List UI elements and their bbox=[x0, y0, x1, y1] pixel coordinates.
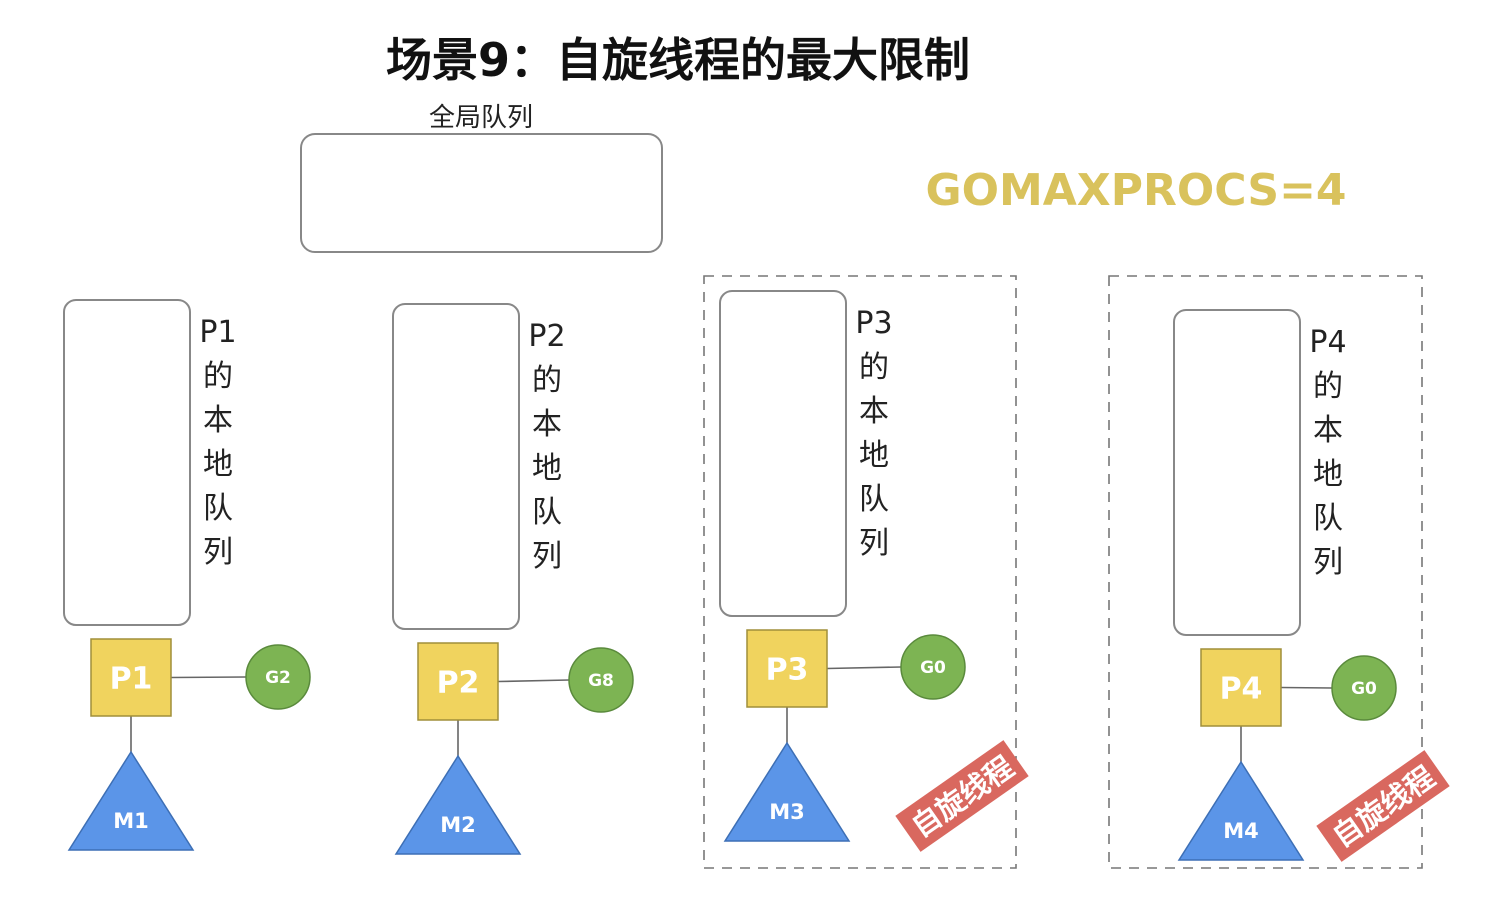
goroutine-circle-2 bbox=[568, 647, 634, 713]
spinning-region-border-3 bbox=[703, 275, 1017, 869]
local-queue-label-3-2: 的 bbox=[859, 350, 889, 385]
machine-triangle-1 bbox=[67, 750, 195, 851]
goroutine-label-2: G8 bbox=[588, 671, 614, 691]
local-queue-label-3-1: P3 bbox=[855, 306, 892, 341]
processor-label-4: P4 bbox=[1220, 672, 1263, 707]
local-queue-label-2-5: 队 bbox=[532, 495, 562, 530]
machine-triangle-4 bbox=[1177, 760, 1305, 861]
spin-badge-3: 自旋线程 bbox=[895, 740, 1029, 852]
goroutine-circle-4 bbox=[1331, 655, 1397, 721]
local-queue-label-1-6: 列 bbox=[203, 535, 233, 570]
goroutine-circle-1 bbox=[245, 644, 311, 710]
connector-p-g-1 bbox=[170, 676, 247, 679]
local-queue-box-1 bbox=[63, 299, 191, 626]
local-queue-label-1-4: 地 bbox=[203, 447, 233, 482]
processor-box-4 bbox=[1200, 648, 1282, 727]
local-queue-label-4-4: 地 bbox=[1313, 457, 1343, 492]
spin-badge-bg-3 bbox=[895, 740, 1029, 852]
local-queue-label-2-1: P2 bbox=[528, 319, 565, 354]
machine-label-3: M3 bbox=[769, 800, 805, 824]
processor-box-1 bbox=[90, 638, 172, 717]
global-queue-box bbox=[300, 133, 663, 253]
machine-label-4: M4 bbox=[1223, 819, 1259, 843]
local-queue-box-3 bbox=[719, 290, 847, 617]
local-queue-label-1-1: P1 bbox=[199, 315, 236, 350]
local-queue-label-3-6: 列 bbox=[859, 526, 889, 561]
global-queue-label: 全局队列 bbox=[429, 103, 533, 133]
local-queue-label-4-3: 本 bbox=[1313, 413, 1343, 448]
local-queue-label-1-2: 的 bbox=[203, 359, 233, 394]
connector-p-g-3 bbox=[826, 666, 902, 670]
goroutine-label-3: G0 bbox=[920, 658, 946, 678]
machine-label-1: M1 bbox=[113, 809, 149, 833]
processor-label-3: P3 bbox=[766, 653, 809, 688]
local-queue-label-1-3: 本 bbox=[203, 403, 233, 438]
connector-p-g-4 bbox=[1280, 686, 1333, 689]
local-queue-box-2 bbox=[392, 303, 520, 630]
local-queue-label-1-5: 队 bbox=[203, 491, 233, 526]
processor-label-2: P2 bbox=[437, 666, 480, 701]
local-queue-label-3-3: 本 bbox=[859, 394, 889, 429]
goroutine-label-4: G0 bbox=[1351, 679, 1377, 699]
connector-p-g-2 bbox=[497, 679, 570, 683]
diagram-title: 场景9：自旋线程的最大限制 bbox=[386, 33, 970, 87]
goroutine-circle-3 bbox=[900, 634, 966, 700]
local-queue-label-2-6: 列 bbox=[532, 539, 562, 574]
machine-triangle-2 bbox=[394, 754, 522, 855]
processor-box-3 bbox=[746, 629, 828, 708]
local-queue-label-4-2: 的 bbox=[1313, 369, 1343, 404]
local-queue-label-2-4: 地 bbox=[532, 451, 562, 486]
spin-badge-bg-4 bbox=[1316, 750, 1450, 862]
gomaxprocs-label: GOMAXPROCS=4 bbox=[925, 165, 1346, 216]
local-queue-label-3-5: 队 bbox=[859, 482, 889, 517]
machine-label-2: M2 bbox=[440, 813, 476, 837]
local-queue-box-4 bbox=[1173, 309, 1301, 636]
local-queue-label-2-2: 的 bbox=[532, 363, 562, 398]
local-queue-label-3-4: 地 bbox=[859, 438, 889, 473]
spin-badge-4: 自旋线程 bbox=[1316, 750, 1450, 862]
spinning-region-border-4 bbox=[1108, 275, 1423, 869]
machine-triangle-3 bbox=[723, 741, 851, 842]
processor-box-2 bbox=[417, 642, 499, 721]
goroutine-label-1: G2 bbox=[265, 668, 291, 688]
local-queue-label-4-5: 队 bbox=[1313, 501, 1343, 536]
local-queue-label-4-1: P4 bbox=[1309, 325, 1346, 360]
local-queue-label-2-3: 本 bbox=[532, 407, 562, 442]
processor-label-1: P1 bbox=[110, 662, 153, 697]
local-queue-label-4-6: 列 bbox=[1313, 545, 1343, 580]
